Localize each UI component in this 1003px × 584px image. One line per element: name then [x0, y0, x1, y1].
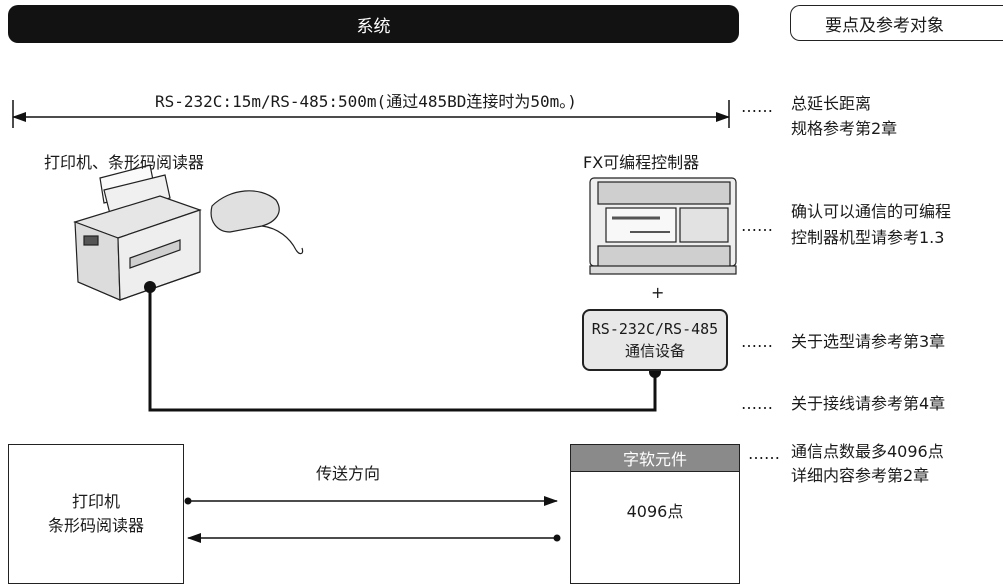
- header-title: 系统: [356, 16, 391, 37]
- distance-note-dots: ……: [741, 97, 773, 116]
- keypoints-label: 要点及参考对象: [825, 15, 944, 36]
- system-header-bar: 系统: [8, 5, 739, 43]
- keypoints-tab: 要点及参考对象: [790, 5, 1003, 41]
- distance-note-line2: 规格参考第2章: [791, 119, 898, 138]
- plc-note-line1: 确认可以通信的可编程: [791, 202, 952, 221]
- barcode-reader-icon: [210, 190, 304, 255]
- plc-note-line2: 控制器机型请参考1.3: [791, 228, 945, 247]
- word-device-box: 字软元件 4096点: [570, 444, 740, 584]
- word-device-value: 4096点: [626, 502, 684, 521]
- points-note-line2: 详细内容参考第2章: [791, 466, 930, 485]
- points-note-line1: 通信点数最多4096点: [791, 442, 944, 461]
- comm-note-dots: ……: [741, 332, 773, 351]
- cable-line: [148, 287, 657, 412]
- printer-barcode-label: 打印机、条形码阅读器: [44, 153, 205, 172]
- bottom-left-line1: 打印机: [71, 492, 120, 511]
- plus-sign: +: [651, 283, 665, 302]
- word-device-header-label: 字软元件: [622, 450, 687, 469]
- plc-icon: [589, 177, 737, 275]
- comm-device-line2: 通信设备: [624, 342, 685, 360]
- wiring-note-dots: ……: [741, 394, 773, 413]
- distance-label: RS-232C:15m/RS-485:500m(通过485BD连接时为50m。): [155, 92, 577, 111]
- wiring-note: 关于接线请参考第4章: [791, 394, 946, 413]
- distance-note-line1: 总延长距离: [791, 94, 872, 113]
- comm-note: 关于选型请参考第3章: [791, 332, 946, 351]
- word-device-header: 字软元件: [571, 445, 739, 472]
- comm-device-line1: RS-232C/RS-485: [591, 320, 719, 338]
- bottom-left-line2: 条形码阅读器: [47, 516, 144, 535]
- points-note-dots: ……: [748, 444, 780, 463]
- direction-label: 传送方向: [316, 464, 381, 483]
- printer-barcode-box: 打印机 条形码阅读器: [8, 444, 184, 584]
- plc-note-dots: ……: [741, 216, 773, 235]
- comm-device-box: RS-232C/RS-485 通信设备: [582, 309, 728, 371]
- printer-icon: [73, 164, 202, 301]
- plc-label: FX可编程控制器: [583, 153, 700, 172]
